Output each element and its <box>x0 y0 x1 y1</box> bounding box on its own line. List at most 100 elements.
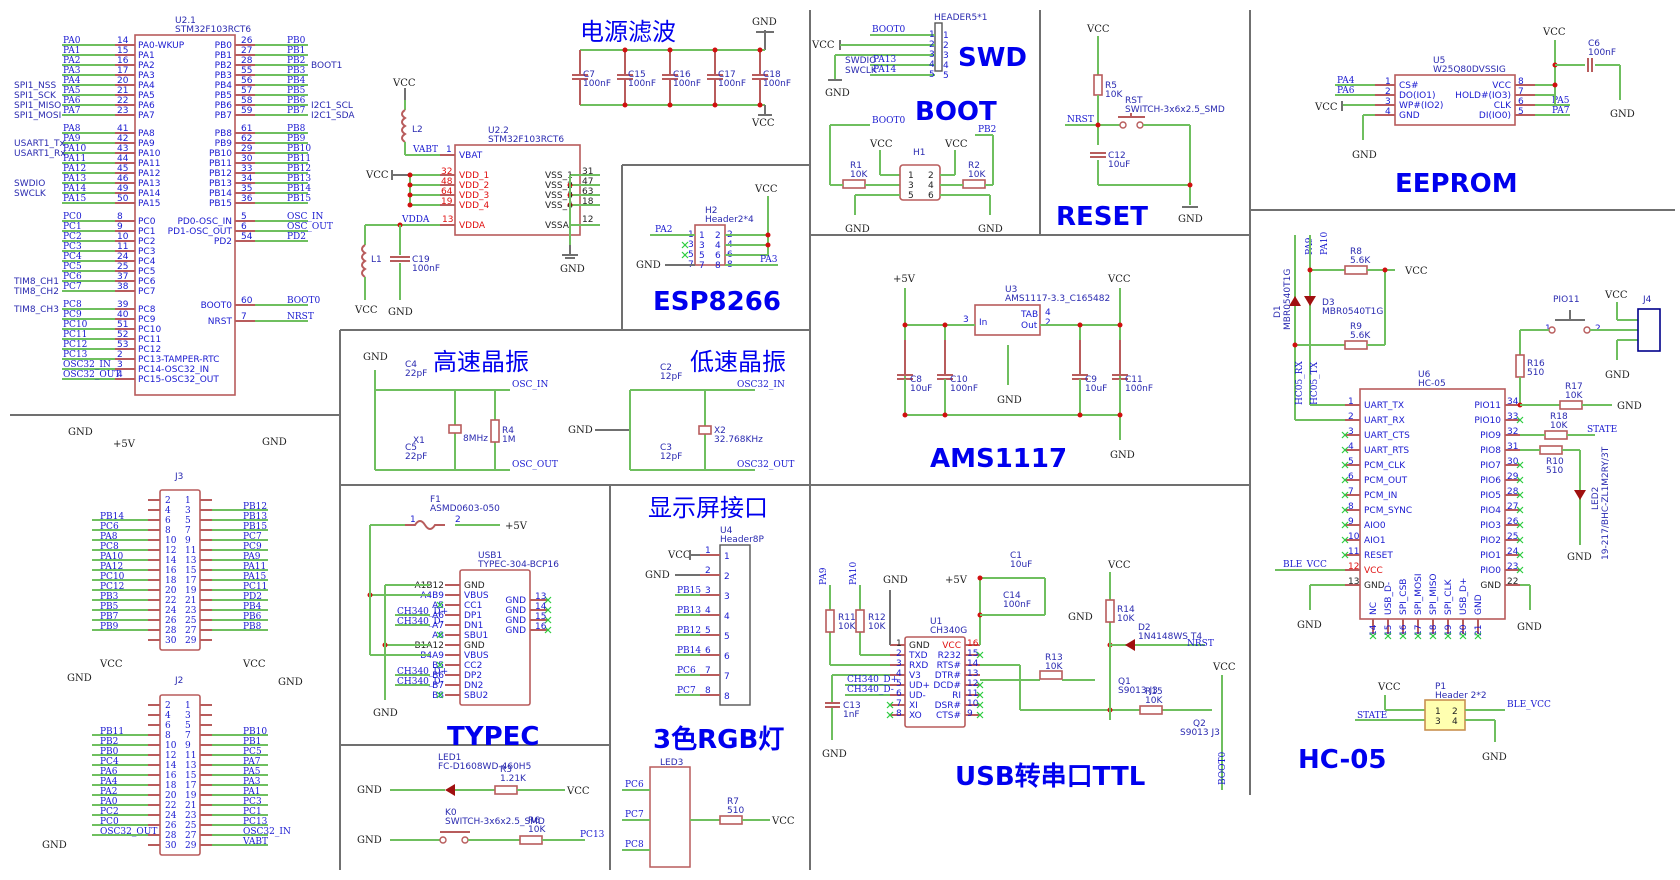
r13 <box>1039 670 1063 680</box>
pin-num: 2 <box>1452 707 1458 717</box>
r1-val: 10K <box>850 170 868 180</box>
reset-circuit[interactable]: VCC R5 10K NRST RST SWITCH-3x6x2.5_SMD C… <box>1065 24 1225 225</box>
pin-name: PCM_CLK <box>1364 461 1406 471</box>
swd-header[interactable]: HEADER5*1 BOOT0 VCC GND PA13 SWDIO PA14 … <box>811 13 987 99</box>
pin-name: PC7 <box>138 287 155 297</box>
net-label: PC4 <box>100 757 119 767</box>
usb-typec-connector[interactable]: F1 ASMD0603-050 +5V USB1 TYPEC-304-BCP16… <box>367 495 560 719</box>
mcu-u2-2-power[interactable]: U2.2 STM32F103RCT6 VCC L2 VABT 1 VBAT VC… <box>354 78 600 318</box>
pin-name: UART_RTS <box>1364 446 1409 456</box>
power-filter-caps[interactable]: GND VCC C7100nFC15100nFC16100nFC17100nFC… <box>572 17 791 129</box>
net-gnd: GND <box>1068 612 1093 623</box>
display-header-u4[interactable]: U4 Header8P 11VCC22GND33PB1544PB1355PB12… <box>645 526 764 706</box>
pin-num: 8 <box>705 686 711 696</box>
hse-crystal-8mhz[interactable]: GND OSC_IN OSC_OUT C4 22pF X1 C5 22pF 8M… <box>363 352 558 471</box>
power-led-and-key[interactable]: GND VCC LED1 FC-D1608WD-460H5 R3 1.21K G… <box>357 753 605 846</box>
ams1117-regulator[interactable]: +5V VCC U3 AMS1117-3.3_C165482 In TAB Ou… <box>893 274 1153 461</box>
pin-name: AIO1 <box>1364 536 1386 546</box>
hc05-bluetooth[interactable]: PA9 PA10 D1 MBR0540T1G D3 MBR0540T1G R8 … <box>1273 232 1661 763</box>
net-gnd: GND <box>1352 150 1377 161</box>
lse-crystal-32k[interactable]: GND OSC32_IN OSC32_OUT C2 12pF C3 12pF X… <box>568 363 794 471</box>
rgb-led[interactable]: LED3 PC6 PC7 PC8 R7 510 VCC <box>622 758 795 868</box>
